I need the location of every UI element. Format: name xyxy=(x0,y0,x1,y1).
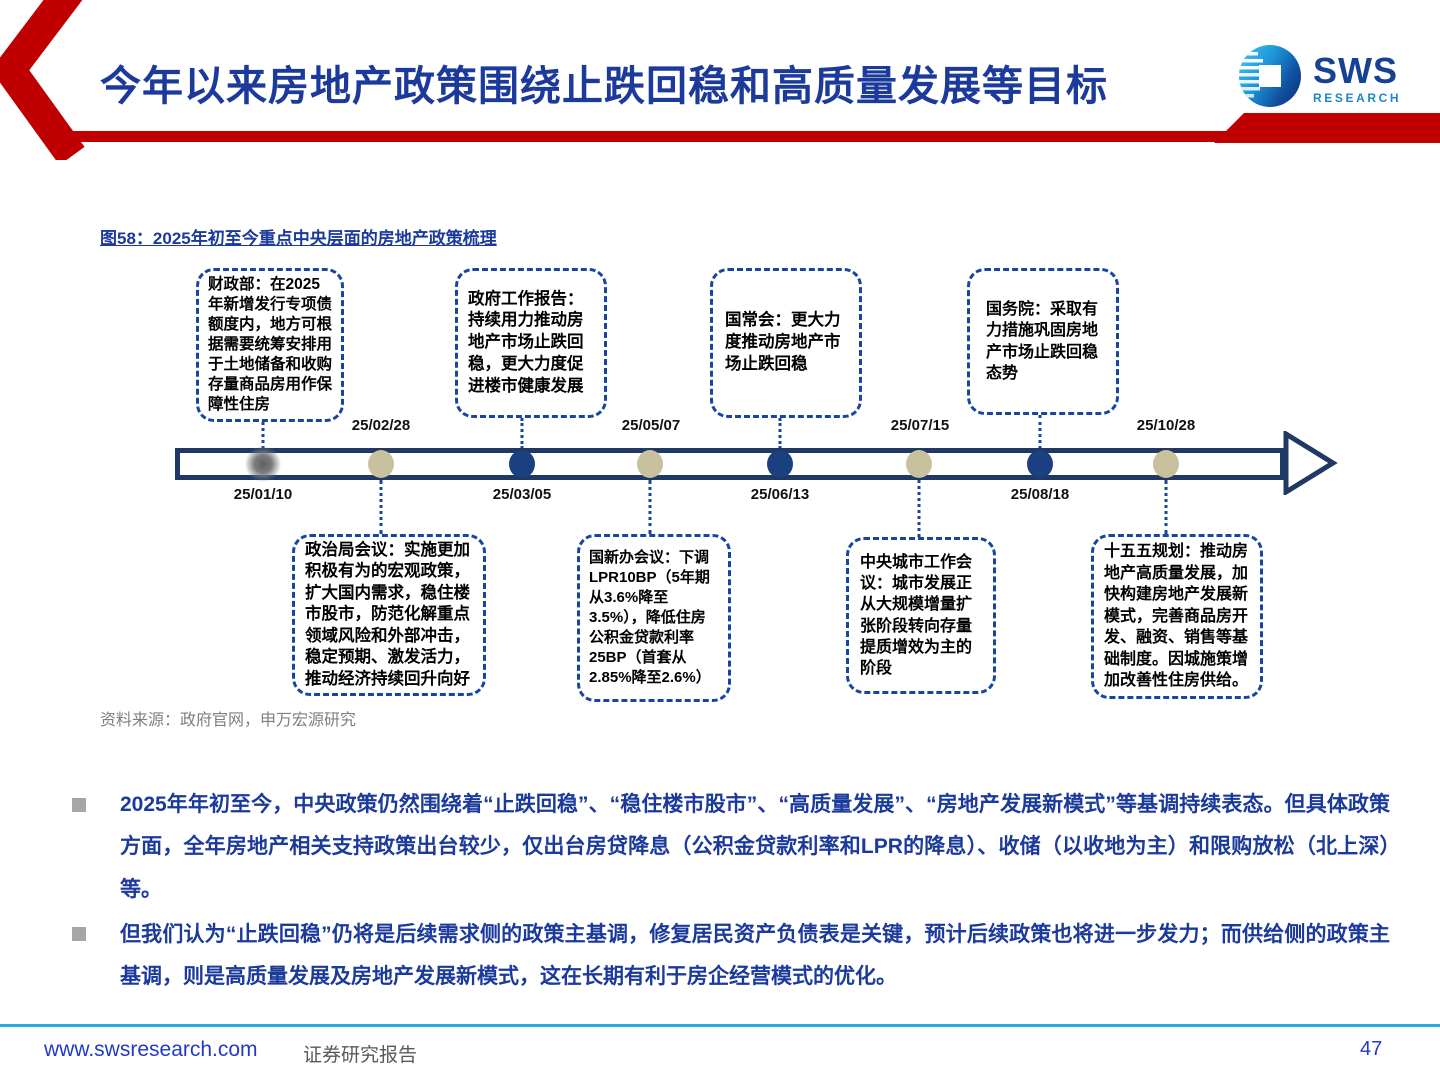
timeline-dot xyxy=(767,450,793,478)
policy-text: 国务院：采取有力措施巩固房地产市场止跌回稳态势 xyxy=(986,301,1099,382)
connector-line xyxy=(261,422,265,449)
policy-text: 政治局会议：实施更加积极有为的宏观政策，扩大国内需求，稳住楼市股市，防范化解重点… xyxy=(305,540,470,688)
policy-box-scio-briefing: 国新办会议：下调LPR10BP（5年期从3.6%降至3.5%），降低住房公积金贷… xyxy=(577,534,731,702)
policy-text: 中央城市工作会议：城市发展正从大规模增量扩张阶段转向存量提质增效为主的阶段 xyxy=(860,554,973,677)
logo-subtext: RESEARCH xyxy=(1313,90,1402,105)
connector-line xyxy=(778,418,782,449)
bullet-marker xyxy=(72,927,86,941)
policy-box-gov-work-report: 政府工作报告：持续用力推动房地产市场止跌回稳，更大力度促进楼市健康发展 xyxy=(455,268,607,418)
bullet-text: 2025年年初至今，中央政策仍然围绕着“止跌回稳”、“稳住楼市股市”、“高质量发… xyxy=(120,793,1390,901)
timeline-dot xyxy=(509,450,535,478)
logo-globe-icon xyxy=(1236,42,1304,115)
logo-name: SWS xyxy=(1313,49,1399,91)
connector-line xyxy=(1164,480,1168,534)
header-red-block xyxy=(1214,113,1440,143)
timeline-dot xyxy=(637,450,663,478)
header-red-bar xyxy=(56,131,1440,142)
timeline-dot xyxy=(1027,450,1053,478)
date-label: 25/07/15 xyxy=(890,417,950,434)
timeline-dot xyxy=(368,450,394,478)
connector-line xyxy=(917,480,921,537)
policy-box-state-council-meeting: 国常会：更大力度推动房地产市场止跌回稳 xyxy=(710,268,862,418)
sws-logo: SWS RESEARCH xyxy=(1236,36,1426,120)
timeline-dot xyxy=(906,450,932,478)
bullet-text: 但我们认为“止跌回稳”仍将是后续需求侧的政策主基调，修复居民资产负债表是关键，预… xyxy=(120,923,1390,989)
page-title: 今年以来房地产政策围绕止跌回稳和高质量发展等目标 xyxy=(100,63,1108,109)
page-number: 47 xyxy=(1360,1038,1383,1060)
bullet-marker xyxy=(72,798,86,812)
date-label: 25/10/28 xyxy=(1136,417,1196,434)
policy-box-15th-five-year-plan: 十五五规划：推动房地产高质量发展，加快构建房地产发展新模式，完善商品房开发、融资… xyxy=(1091,534,1263,699)
date-label: 25/02/28 xyxy=(351,417,411,434)
policy-text: 十五五规划：推动房地产高质量发展，加快构建房地产发展新模式，完善商品房开发、融资… xyxy=(1104,543,1249,690)
source-note: 资料来源：政府官网，申万宏源研究 xyxy=(100,712,357,729)
policy-text: 政府工作报告：持续用力推动房地产市场止跌回稳，更大力度促进楼市健康发展 xyxy=(468,289,584,395)
date-label: 25/05/07 xyxy=(621,417,681,434)
connector-line xyxy=(379,480,383,534)
footer-divider xyxy=(0,1024,1440,1027)
policy-box-mof: 财政部：在2025年新增发行专项债额度内，地方可根据需要统筹安排用于土地储备和收… xyxy=(196,268,344,422)
policy-box-politburo: 政治局会议：实施更加积极有为的宏观政策，扩大国内需求，稳住楼市股市，防范化解重点… xyxy=(292,534,486,696)
date-label: 25/08/18 xyxy=(1010,486,1070,503)
connector-line xyxy=(520,418,524,449)
date-label: 25/03/05 xyxy=(492,486,552,503)
footer-report-label: 证券研究报告 xyxy=(303,1045,418,1066)
policy-text: 国新办会议：下调LPR10BP（5年期从3.6%降至3.5%），降低住房公积金贷… xyxy=(589,548,711,687)
date-label: 25/06/13 xyxy=(750,486,810,503)
policy-text: 财政部：在2025年新增发行专项债额度内，地方可根据需要统筹安排用于土地储备和收… xyxy=(208,275,333,414)
timeline-bar xyxy=(175,448,1285,480)
policy-box-urban-work-conference: 中央城市工作会议：城市发展正从大规模增量扩张阶段转向存量提质增效为主的阶段 xyxy=(846,537,996,694)
policy-text: 国常会：更大力度推动房地产市场止跌回稳 xyxy=(725,311,841,373)
timeline-arrow-icon xyxy=(1283,429,1339,500)
timeline-dot xyxy=(1153,450,1179,478)
red-chevron-icon xyxy=(0,0,120,166)
date-label: 25/01/10 xyxy=(233,486,293,503)
timeline-dot xyxy=(245,446,281,482)
connector-line xyxy=(1038,415,1042,449)
figure-caption: 图58：2025年初至今重点中央层面的房地产政策梳理 xyxy=(100,229,497,248)
footer-url: www.swsresearch.com xyxy=(44,1038,258,1061)
connector-line xyxy=(648,480,652,534)
policy-box-state-council: 国务院：采取有力措施巩固房地产市场止跌回稳态势 xyxy=(967,268,1119,415)
